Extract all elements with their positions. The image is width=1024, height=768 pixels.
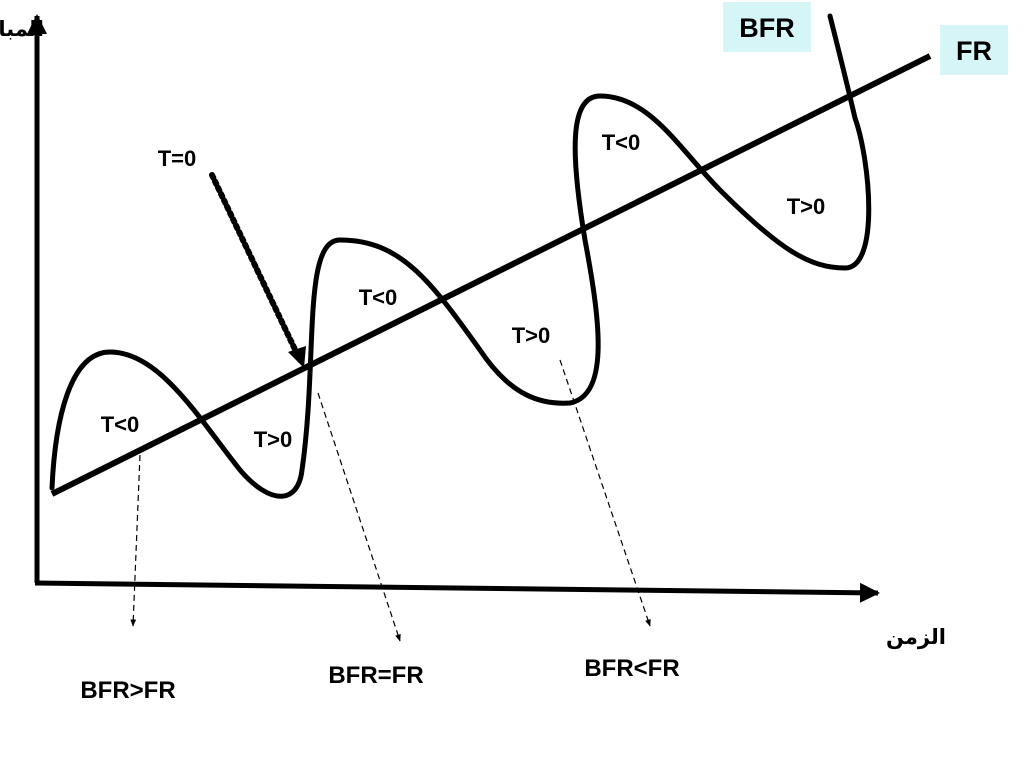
bfr-curve	[49, 13, 872, 499]
fr-legend-box	[940, 25, 1008, 75]
x-axis-label: الزمن	[886, 625, 946, 649]
t-label-pos-2: T>0	[512, 323, 551, 348]
t-zero-dotted-arrow	[209, 172, 303, 363]
pointer-bfr-lt-fr	[559, 359, 651, 627]
bfr-legend-label: BFR	[739, 13, 795, 43]
y-axis-label: المبالغ	[0, 17, 44, 41]
t-label-neg-2: T<0	[359, 285, 398, 310]
t-label-neg-3: T<0	[602, 130, 641, 155]
t-zero-label: T=0	[158, 146, 197, 171]
condition-bfr-gt-fr: BFR>FR	[80, 677, 175, 704]
t-label-neg-1: T<0	[101, 412, 140, 437]
fr-legend-label: FR	[956, 36, 992, 66]
x-axis	[34, 580, 880, 603]
condition-bfr-eq-fr: BFR=FR	[328, 662, 423, 689]
t-zero-arrowhead	[288, 346, 306, 368]
t-label-pos-1: T>0	[254, 427, 293, 452]
bfr-legend-box	[723, 2, 811, 52]
t-label-pos-3: T>0	[787, 194, 826, 219]
condition-bfr-lt-fr: BFR<FR	[584, 655, 679, 682]
fr-line	[50, 53, 932, 497]
pointer-bfr-eq-fr	[317, 392, 401, 642]
pointer-bfr-gt-fr	[130, 454, 141, 627]
